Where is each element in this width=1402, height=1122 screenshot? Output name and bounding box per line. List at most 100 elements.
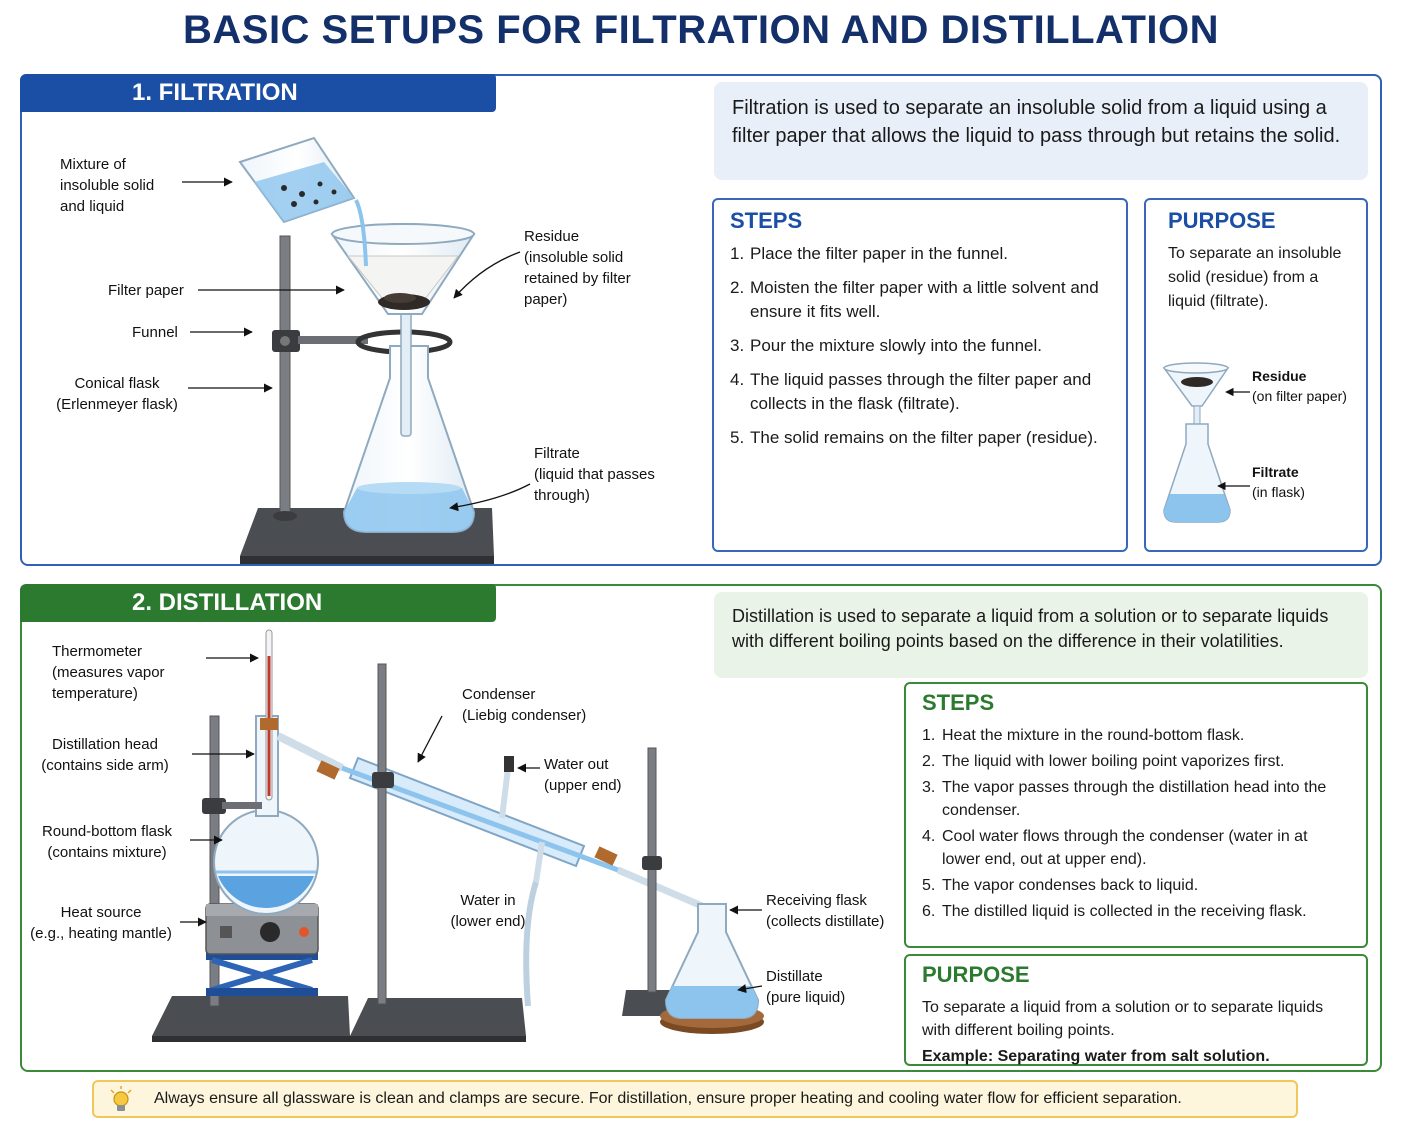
step-text: The distilled liquid is collected in the… bbox=[942, 903, 1307, 920]
filtration-steps-list: 1.Place the filter paper in the funnel. … bbox=[730, 242, 1110, 450]
step-number: 5. bbox=[922, 877, 936, 894]
label-round-flask-title: Round-bottom flask bbox=[41, 823, 173, 840]
step-number: 2. bbox=[922, 753, 936, 770]
label-water-in-sub: (lower end) bbox=[450, 913, 526, 930]
label-filtrate-sub: (liquid that passes through) bbox=[534, 466, 655, 504]
step-number: 1. bbox=[730, 244, 745, 263]
step-text: The vapor passes through the distillatio… bbox=[942, 779, 1327, 819]
filtration-panel: 1. FILTRATION bbox=[20, 74, 1382, 566]
funnel-shape bbox=[330, 223, 476, 437]
filtration-step: 4. The liquid passes through the filter p… bbox=[730, 368, 1110, 416]
label-water-out: Water out (upper end) bbox=[544, 754, 644, 796]
label-heat-source-title: Heat source bbox=[60, 904, 142, 921]
filtration-step: 3. Pour the mixture slowly into the funne… bbox=[730, 334, 1110, 358]
filtration-heading: 1. FILTRATION bbox=[20, 74, 496, 112]
step-text: Heat the mixture in the round-bottom fla… bbox=[942, 727, 1245, 744]
step-text: The liquid with lower boiling point vapo… bbox=[942, 753, 1285, 770]
label-distillate-sub: (pure liquid) bbox=[766, 989, 846, 1006]
step-text: Moisten the filter paper with a little s… bbox=[750, 278, 1099, 321]
label-condenser: Condenser (Liebig condenser) bbox=[462, 684, 602, 726]
tip-text: Always ensure all glassware is clean and… bbox=[154, 1090, 1182, 1107]
label-conical-flask: Conical flask (Erlenmeyer flask) bbox=[42, 373, 192, 415]
step-text: Pour the mixture slowly into the funnel. bbox=[750, 336, 1042, 355]
lab-jack bbox=[206, 952, 318, 996]
condenser-shape bbox=[276, 732, 704, 1007]
distillation-description: Distillation is used to separate a liqui… bbox=[714, 592, 1368, 678]
filtration-diagram bbox=[182, 136, 531, 564]
filtration-purpose-title: PURPOSE bbox=[1168, 208, 1276, 233]
distillation-step: 3. The vapor passes through the distillat… bbox=[922, 776, 1350, 822]
label-water-out-title: Water out bbox=[544, 756, 609, 773]
filtration-step: 5. The solid remains on the filter paper … bbox=[730, 426, 1110, 450]
label-round-flask-sub: (contains mixture) bbox=[47, 844, 167, 861]
filtration-purpose-card: PURPOSE To separate an insoluble solid (… bbox=[1144, 198, 1368, 552]
step-number: 3. bbox=[730, 336, 745, 355]
mini-label-filtrate-sub: (in flask) bbox=[1252, 484, 1305, 500]
step-text: Place the filter paper in the funnel. bbox=[750, 244, 1008, 263]
label-residue: Residue (insoluble solid retained by fil… bbox=[524, 226, 648, 310]
filtration-steps-card: STEPS 1.Place the filter paper in the fu… bbox=[712, 198, 1128, 552]
step-text: The solid remains on the filter paper (r… bbox=[750, 428, 1098, 447]
distillation-step: 4. Cool water flows through the condenser… bbox=[922, 825, 1350, 871]
distillation-step: 1. Heat the mixture in the round-bottom f… bbox=[922, 724, 1350, 747]
label-conical-flask-sub: (Erlenmeyer flask) bbox=[56, 396, 178, 413]
label-distillation-head-sub: (contains side arm) bbox=[41, 757, 169, 774]
label-funnel: Funnel bbox=[132, 324, 178, 341]
distillation-example: Example: Separating water from salt solu… bbox=[922, 1048, 1270, 1065]
label-filter-paper: Filter paper bbox=[108, 282, 184, 299]
label-water-out-sub: (upper end) bbox=[544, 777, 622, 794]
page-title: BASIC SETUPS FOR FILTRATION AND DISTILLA… bbox=[182, 8, 1220, 52]
receiving-flask-shape bbox=[664, 903, 760, 1019]
thermometer-shape bbox=[260, 629, 278, 801]
label-water-in-title: Water in bbox=[460, 892, 516, 909]
label-condenser-sub: (Liebig condenser) bbox=[462, 707, 587, 724]
step-number: 4. bbox=[730, 370, 745, 389]
distillation-purpose-text: To separate a liquid from a solution or … bbox=[922, 999, 1324, 1039]
tip-bar: Always ensure all glassware is clean and… bbox=[92, 1080, 1298, 1118]
filtration-step: 2. Moisten the filter paper with a little… bbox=[730, 276, 1110, 324]
step-number: 3. bbox=[922, 779, 936, 796]
step-number: 6. bbox=[922, 903, 936, 920]
filtration-step: 1. Place the filter paper in the funnel. bbox=[730, 242, 1110, 266]
step-number: 5. bbox=[730, 428, 745, 447]
step-text: Cool water flows through the condenser (… bbox=[942, 828, 1308, 868]
label-thermometer-sub: (measures vapor temperature) bbox=[52, 664, 165, 702]
conical-flask-shape bbox=[342, 345, 476, 533]
distillation-steps-list: 1. Heat the mixture in the round-bottom f… bbox=[922, 724, 1350, 923]
filtration-purpose-text: To separate an insoluble solid (residue)… bbox=[1168, 245, 1342, 310]
step-number: 4. bbox=[922, 828, 936, 845]
label-condenser-title: Condenser bbox=[462, 686, 536, 703]
mini-label-residue-sub: (on filter paper) bbox=[1252, 388, 1347, 404]
stand-rod bbox=[279, 235, 291, 517]
label-thermometer-title: Thermometer bbox=[52, 643, 143, 660]
label-heat-source-sub: (e.g., heating mantle) bbox=[30, 925, 172, 942]
step-text: The liquid passes through the filter pap… bbox=[750, 370, 1092, 413]
label-mixture: Mixture of insoluble solid and liquid bbox=[60, 156, 155, 215]
label-residue-sub: (insoluble solid retained by filter pape… bbox=[524, 249, 631, 308]
label-filtrate-title: Filtrate bbox=[534, 445, 580, 462]
distillation-step: 6. The distilled liquid is collected in t… bbox=[922, 900, 1350, 923]
step-text: The vapor condenses back to liquid. bbox=[942, 877, 1199, 894]
label-water-in: Water in (lower end) bbox=[442, 890, 534, 932]
label-residue-title: Residue bbox=[524, 228, 580, 245]
filtration-description: Filtration is used to separate an insolu… bbox=[714, 82, 1368, 180]
label-receiving-flask: Receiving flask (collects distillate) bbox=[766, 890, 896, 932]
label-distillate: Distillate (pure liquid) bbox=[766, 966, 886, 1008]
label-heat-source: Heat source (e.g., heating mantle) bbox=[26, 902, 176, 944]
mini-label-residue: Residue bbox=[1252, 368, 1307, 384]
distillation-steps-card: STEPS 1.Heat the mixture in the round-bo… bbox=[904, 682, 1368, 948]
step-number: 1. bbox=[922, 727, 936, 744]
label-round-flask: Round-bottom flask (contains mixture) bbox=[32, 821, 182, 863]
step-number: 2. bbox=[730, 278, 745, 297]
distillation-step: 5. The vapor condenses back to liquid. bbox=[922, 874, 1350, 897]
label-filtrate: Filtrate (liquid that passes through) bbox=[534, 443, 674, 506]
label-distillation-head-title: Distillation head bbox=[52, 736, 158, 753]
label-conical-flask-title: Conical flask bbox=[74, 375, 160, 392]
label-receiving-flask-sub: (collects distillate) bbox=[766, 913, 885, 930]
label-receiving-flask-title: Receiving flask bbox=[766, 892, 867, 909]
distillation-heading: 2. DISTILLATION bbox=[20, 584, 496, 622]
beaker-shape bbox=[238, 136, 368, 267]
mini-label-filtrate: Filtrate bbox=[1252, 464, 1299, 480]
lightbulb-icon bbox=[110, 1086, 132, 1111]
label-distillation-head: Distillation head (contains side arm) bbox=[30, 734, 180, 776]
